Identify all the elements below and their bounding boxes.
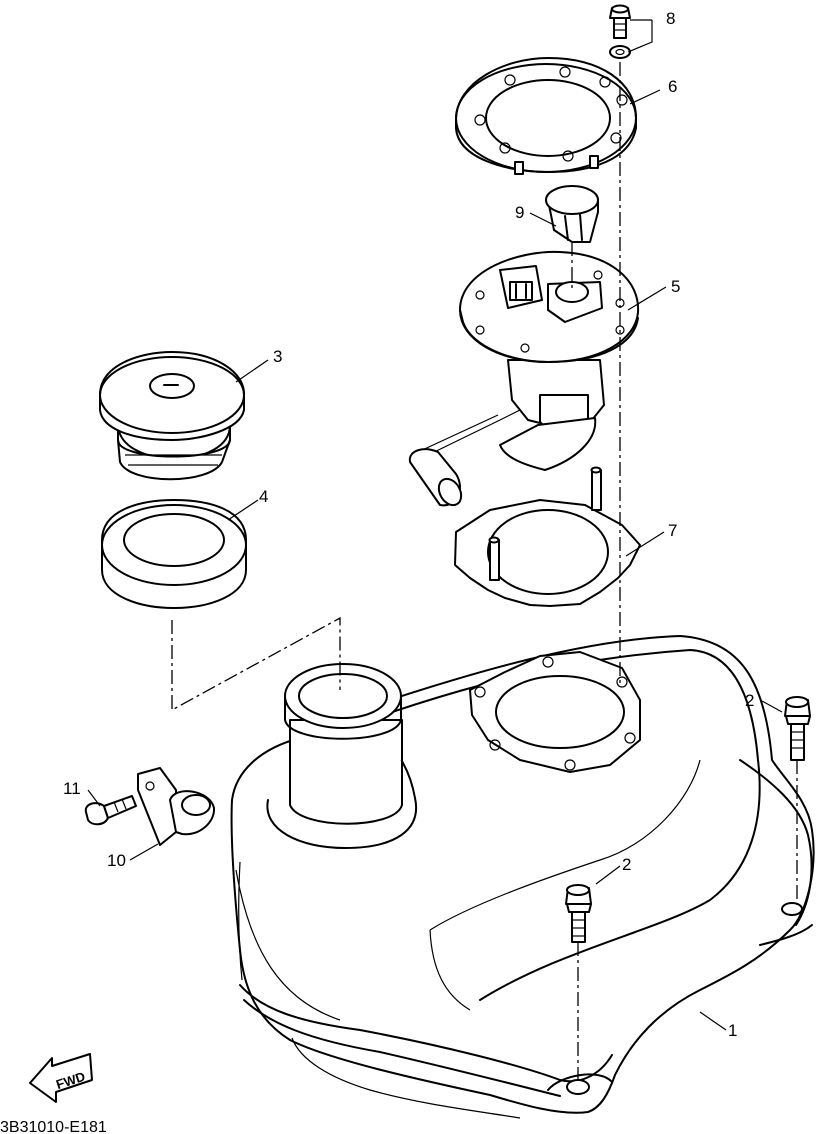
bolt-icon (784, 696, 811, 761)
hose-clamp-bracket-icon (137, 767, 216, 846)
callout-7: 7 (668, 521, 677, 540)
alignment-lines (171, 62, 798, 1082)
cap-gasket-icon (101, 499, 247, 609)
callout-9: 9 (515, 203, 524, 222)
callout-1: 1 (728, 1021, 737, 1040)
pump-retainer-plate-icon (455, 57, 637, 175)
callout-10: 10 (107, 851, 126, 870)
callout-2-lower: 2 (622, 855, 631, 874)
callout-6: 6 (668, 77, 677, 96)
callout-5: 5 (671, 277, 680, 296)
fuel-pump-icon (408, 250, 640, 507)
bolt-icon (565, 884, 592, 943)
fuel-cap-icon (99, 351, 246, 481)
leader-lines (87, 19, 783, 1031)
callout-8: 8 (666, 9, 675, 28)
callout-4: 4 (259, 487, 268, 506)
pump-connector-cap-icon (545, 185, 599, 243)
bolt-washer-icon (609, 4, 631, 59)
callout-11: 11 (63, 779, 81, 798)
drawing-code: 3B31010-E181 (0, 1119, 107, 1134)
bracket-screw-icon (84, 795, 137, 826)
pump-gasket-icon (454, 466, 641, 607)
callout-2-upper: 2 (745, 691, 754, 710)
callout-numbers: 8 6 9 5 3 4 7 2 11 10 2 1 (63, 9, 754, 1040)
fwd-direction-arrow: FWD (29, 1053, 93, 1103)
callout-3: 3 (273, 347, 282, 366)
fuel-tank-icon (230, 635, 815, 1119)
